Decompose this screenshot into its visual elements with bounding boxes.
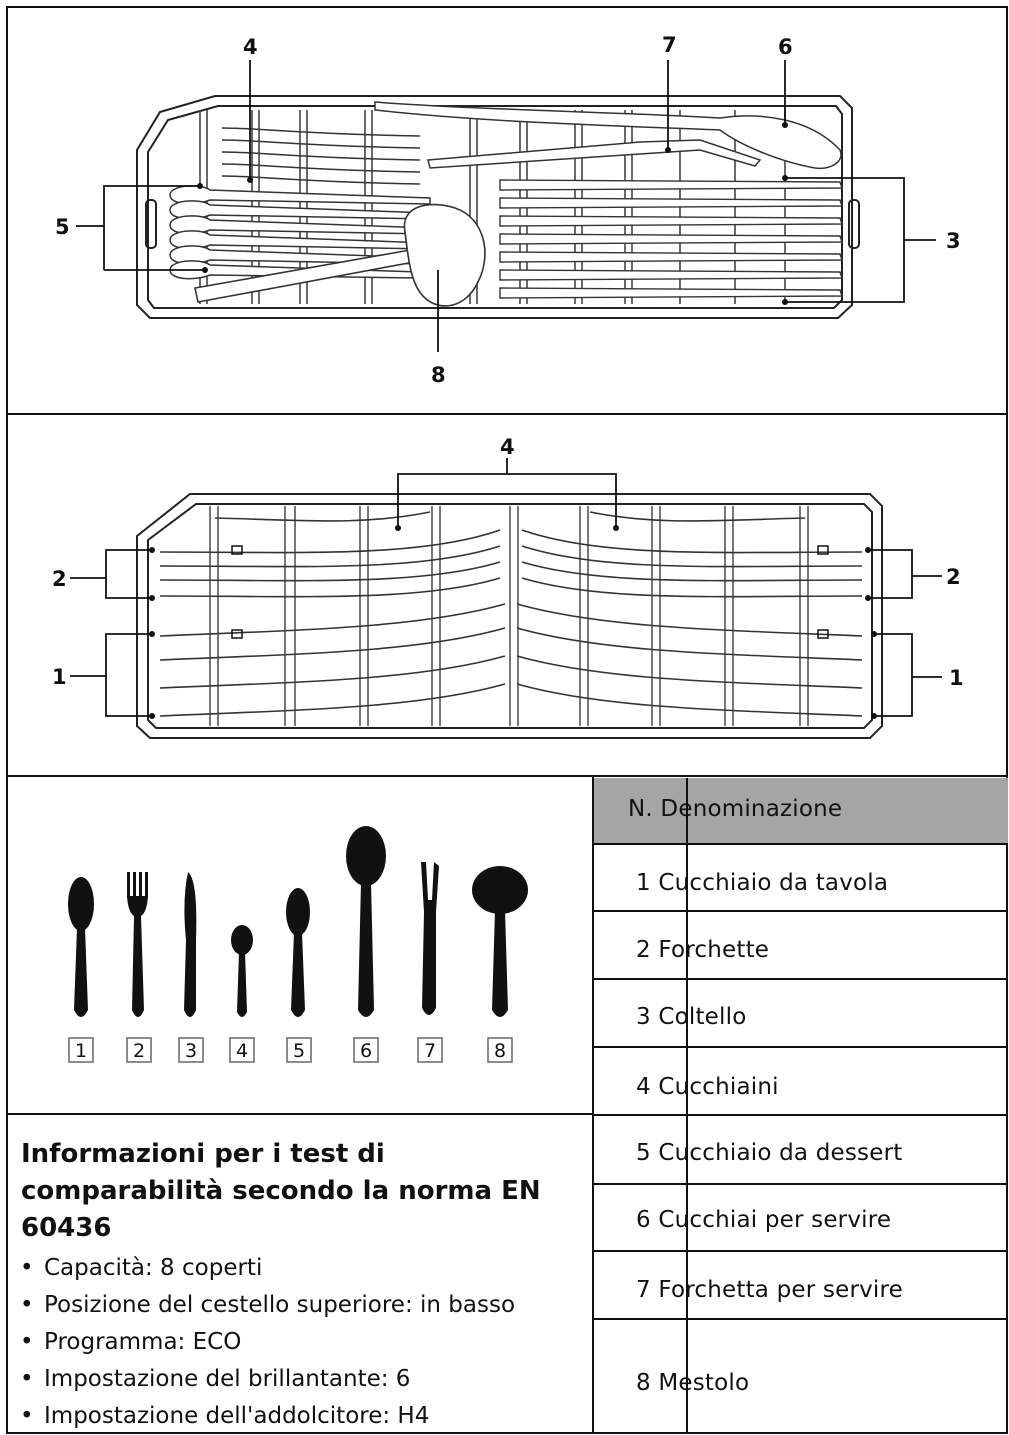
top-callout-6: 6	[778, 35, 793, 59]
table-row: 4 Cucchiaini	[636, 1074, 779, 1100]
bottom-callout-1-left: 1	[52, 665, 67, 689]
divider	[6, 1113, 594, 1115]
divider	[594, 1114, 1008, 1116]
divider	[594, 910, 1008, 912]
bottom-callout-4: 4	[500, 435, 515, 459]
divider	[594, 1250, 1008, 1252]
table-header-label: N. Denominazione	[628, 796, 843, 822]
info-title: Informazioni per i test di comparabilità…	[21, 1139, 541, 1243]
fork-icon	[127, 872, 148, 1017]
cutlery-tray-diagram-top: 4 7 6 5 3 8	[55, 33, 961, 387]
utensil-legend: 1 2 3 4 5 6 7 8	[68, 826, 528, 1063]
list-item: Programma: ECO	[20, 1324, 515, 1361]
table-row: 3 Coltello	[636, 1004, 747, 1030]
divider	[594, 843, 1008, 845]
tablespoon-icon	[68, 877, 94, 1017]
divider	[592, 777, 594, 1434]
serving-fork-icon	[421, 862, 439, 1015]
table-header	[594, 778, 1008, 844]
divider	[594, 1318, 1008, 1320]
top-callout-5: 5	[55, 215, 70, 239]
bottom-callout-1-right: 1	[949, 666, 964, 690]
bottom-callout-2-right: 2	[946, 565, 961, 589]
divider	[6, 413, 1008, 415]
serving-spoon-icon	[346, 826, 386, 1017]
table-row: 6 Cucchiai per servire	[636, 1207, 892, 1233]
utensil-number-4: 4	[236, 1040, 248, 1062]
divider	[594, 978, 1008, 980]
divider	[6, 775, 1008, 777]
cutlery-tray-diagram-bottom: 4 2 2 1 1	[52, 435, 964, 739]
list-item: Posizione del cestello superiore: in bas…	[20, 1287, 515, 1324]
utensil-number-7: 7	[424, 1040, 436, 1062]
info-list: Capacità: 8 coperti Posizione del cestel…	[20, 1250, 515, 1435]
list-item: Impostazione dell'addolcitore: H4	[20, 1398, 515, 1435]
table-row: 7 Forchetta per servire	[636, 1277, 903, 1303]
bottom-callout-2-left: 2	[52, 567, 67, 591]
list-item: Impostazione del brillantante: 6	[20, 1361, 515, 1398]
ladle-icon	[472, 866, 528, 1017]
dessert-spoon-icon	[286, 888, 310, 1017]
utensil-number-3: 3	[185, 1040, 197, 1062]
knife-icon	[184, 872, 197, 1017]
utensil-number-6: 6	[360, 1040, 372, 1062]
table-row: 1 Cucchiaio da tavola	[636, 870, 889, 896]
top-callout-4: 4	[243, 35, 258, 59]
utensil-number-5: 5	[293, 1040, 305, 1062]
top-callout-8: 8	[431, 363, 446, 387]
list-item: Capacità: 8 coperti	[20, 1250, 515, 1287]
utensil-number-1: 1	[75, 1040, 87, 1062]
utensil-number-2: 2	[133, 1040, 145, 1062]
table-row: 5 Cucchiaio da dessert	[636, 1140, 903, 1166]
table-column-divider	[686, 778, 688, 1434]
top-callout-3: 3	[946, 229, 961, 253]
table-row: 2 Forchette	[636, 937, 770, 963]
teaspoon-icon	[231, 925, 253, 1017]
top-callout-7: 7	[662, 33, 677, 57]
divider	[594, 1046, 1008, 1048]
divider	[594, 1183, 1008, 1185]
table-row: 8 Mestolo	[636, 1370, 750, 1396]
utensil-number-8: 8	[494, 1040, 506, 1062]
